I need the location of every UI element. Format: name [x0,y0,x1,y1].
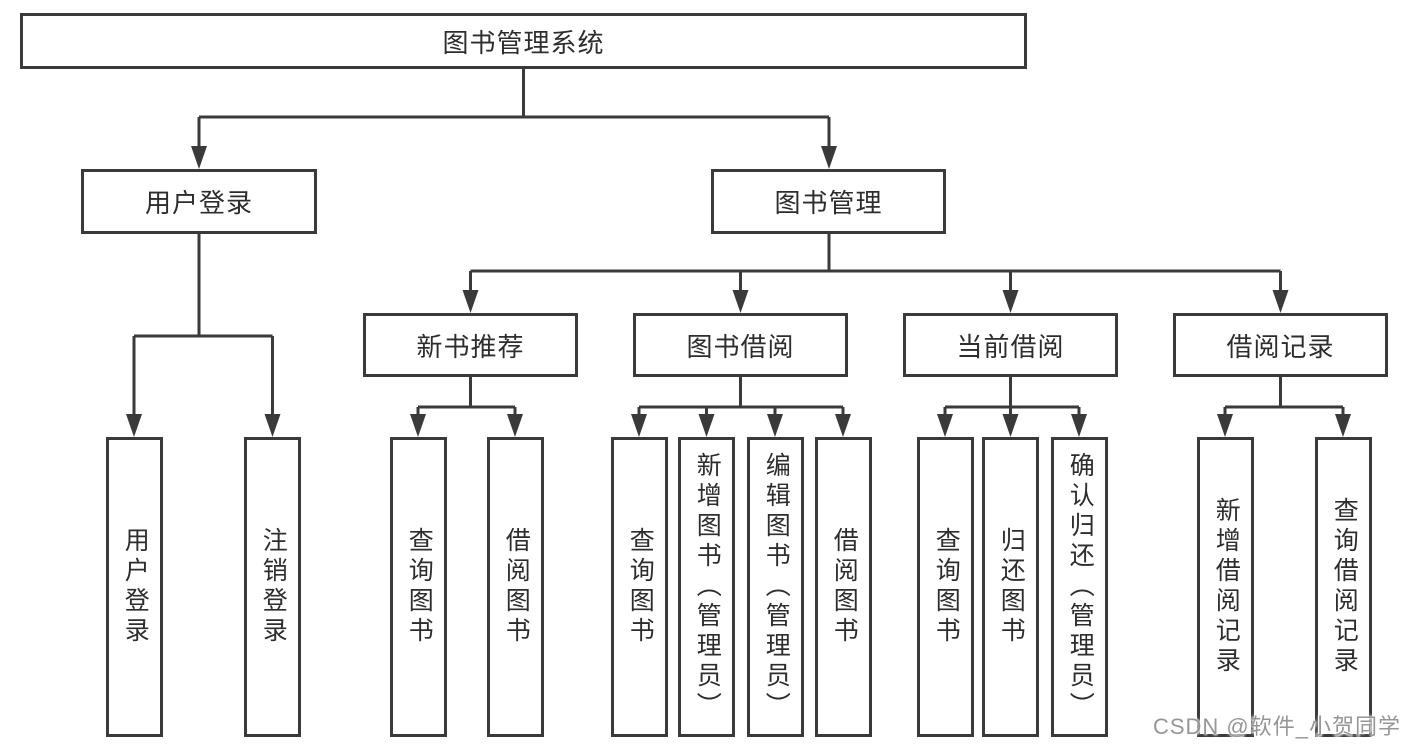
node-label: 借阅记录 [1226,331,1335,362]
leaf-borrow-books-recommend: 借阅图书 [487,437,544,737]
node-label: 查询借阅记录 [1330,497,1359,677]
leaf-add-borrow-record: 新增借阅记录 [1197,437,1254,737]
node-label: 注销登录 [259,527,288,647]
node-label: 确认归还（管理员） [1066,452,1095,722]
leaf-confirm-return-admin: 确认归还（管理员） [1051,437,1108,737]
node-label: 用户登录 [144,188,253,218]
node-label: 查询图书 [405,527,434,647]
node-label: 归还图书 [997,527,1026,647]
node-label: 借阅图书 [502,527,531,647]
node-book-borrow: 图书借阅 [633,313,848,377]
leaf-query-books-borrow: 查询图书 [611,437,668,737]
node-label: 图书管理系统 [442,27,605,58]
node-label: 用户登录 [121,527,150,647]
leaf-return-book: 归还图书 [982,437,1039,737]
node-borrow-records: 借阅记录 [1173,313,1388,377]
node-label: 查询图书 [626,527,655,647]
node-user-login: 用户登录 [81,169,317,234]
node-label: 查询图书 [932,527,961,647]
node-label: 当前借阅 [956,331,1065,362]
leaf-query-borrow-record: 查询借阅记录 [1315,437,1372,737]
node-label: 新增图书（管理员） [693,452,722,722]
node-label: 新书推荐 [416,331,525,362]
leaf-user-login: 用户登录 [106,437,163,737]
node-current-borrow: 当前借阅 [903,313,1118,377]
node-label: 图书借阅 [686,331,795,362]
leaf-logout: 注销登录 [244,437,301,737]
node-label: 借阅图书 [830,527,859,647]
watermark-text: CSDN @软件_小贺同学 [1152,714,1401,739]
node-label: 图书管理 [774,188,883,218]
node-root: 图书管理系统 [20,13,1027,69]
leaf-add-book-admin: 新增图书（管理员） [678,437,735,737]
leaf-borrow-books: 借阅图书 [815,437,872,737]
leaf-edit-book-admin: 编辑图书（管理员） [747,437,804,737]
node-label: 编辑图书（管理员） [762,452,791,722]
node-book-management: 图书管理 [711,169,946,234]
node-new-book-recommend: 新书推荐 [363,313,578,377]
leaf-query-books-current: 查询图书 [917,437,974,737]
leaf-query-books-recommend: 查询图书 [390,437,447,737]
node-label: 新增借阅记录 [1212,497,1241,677]
